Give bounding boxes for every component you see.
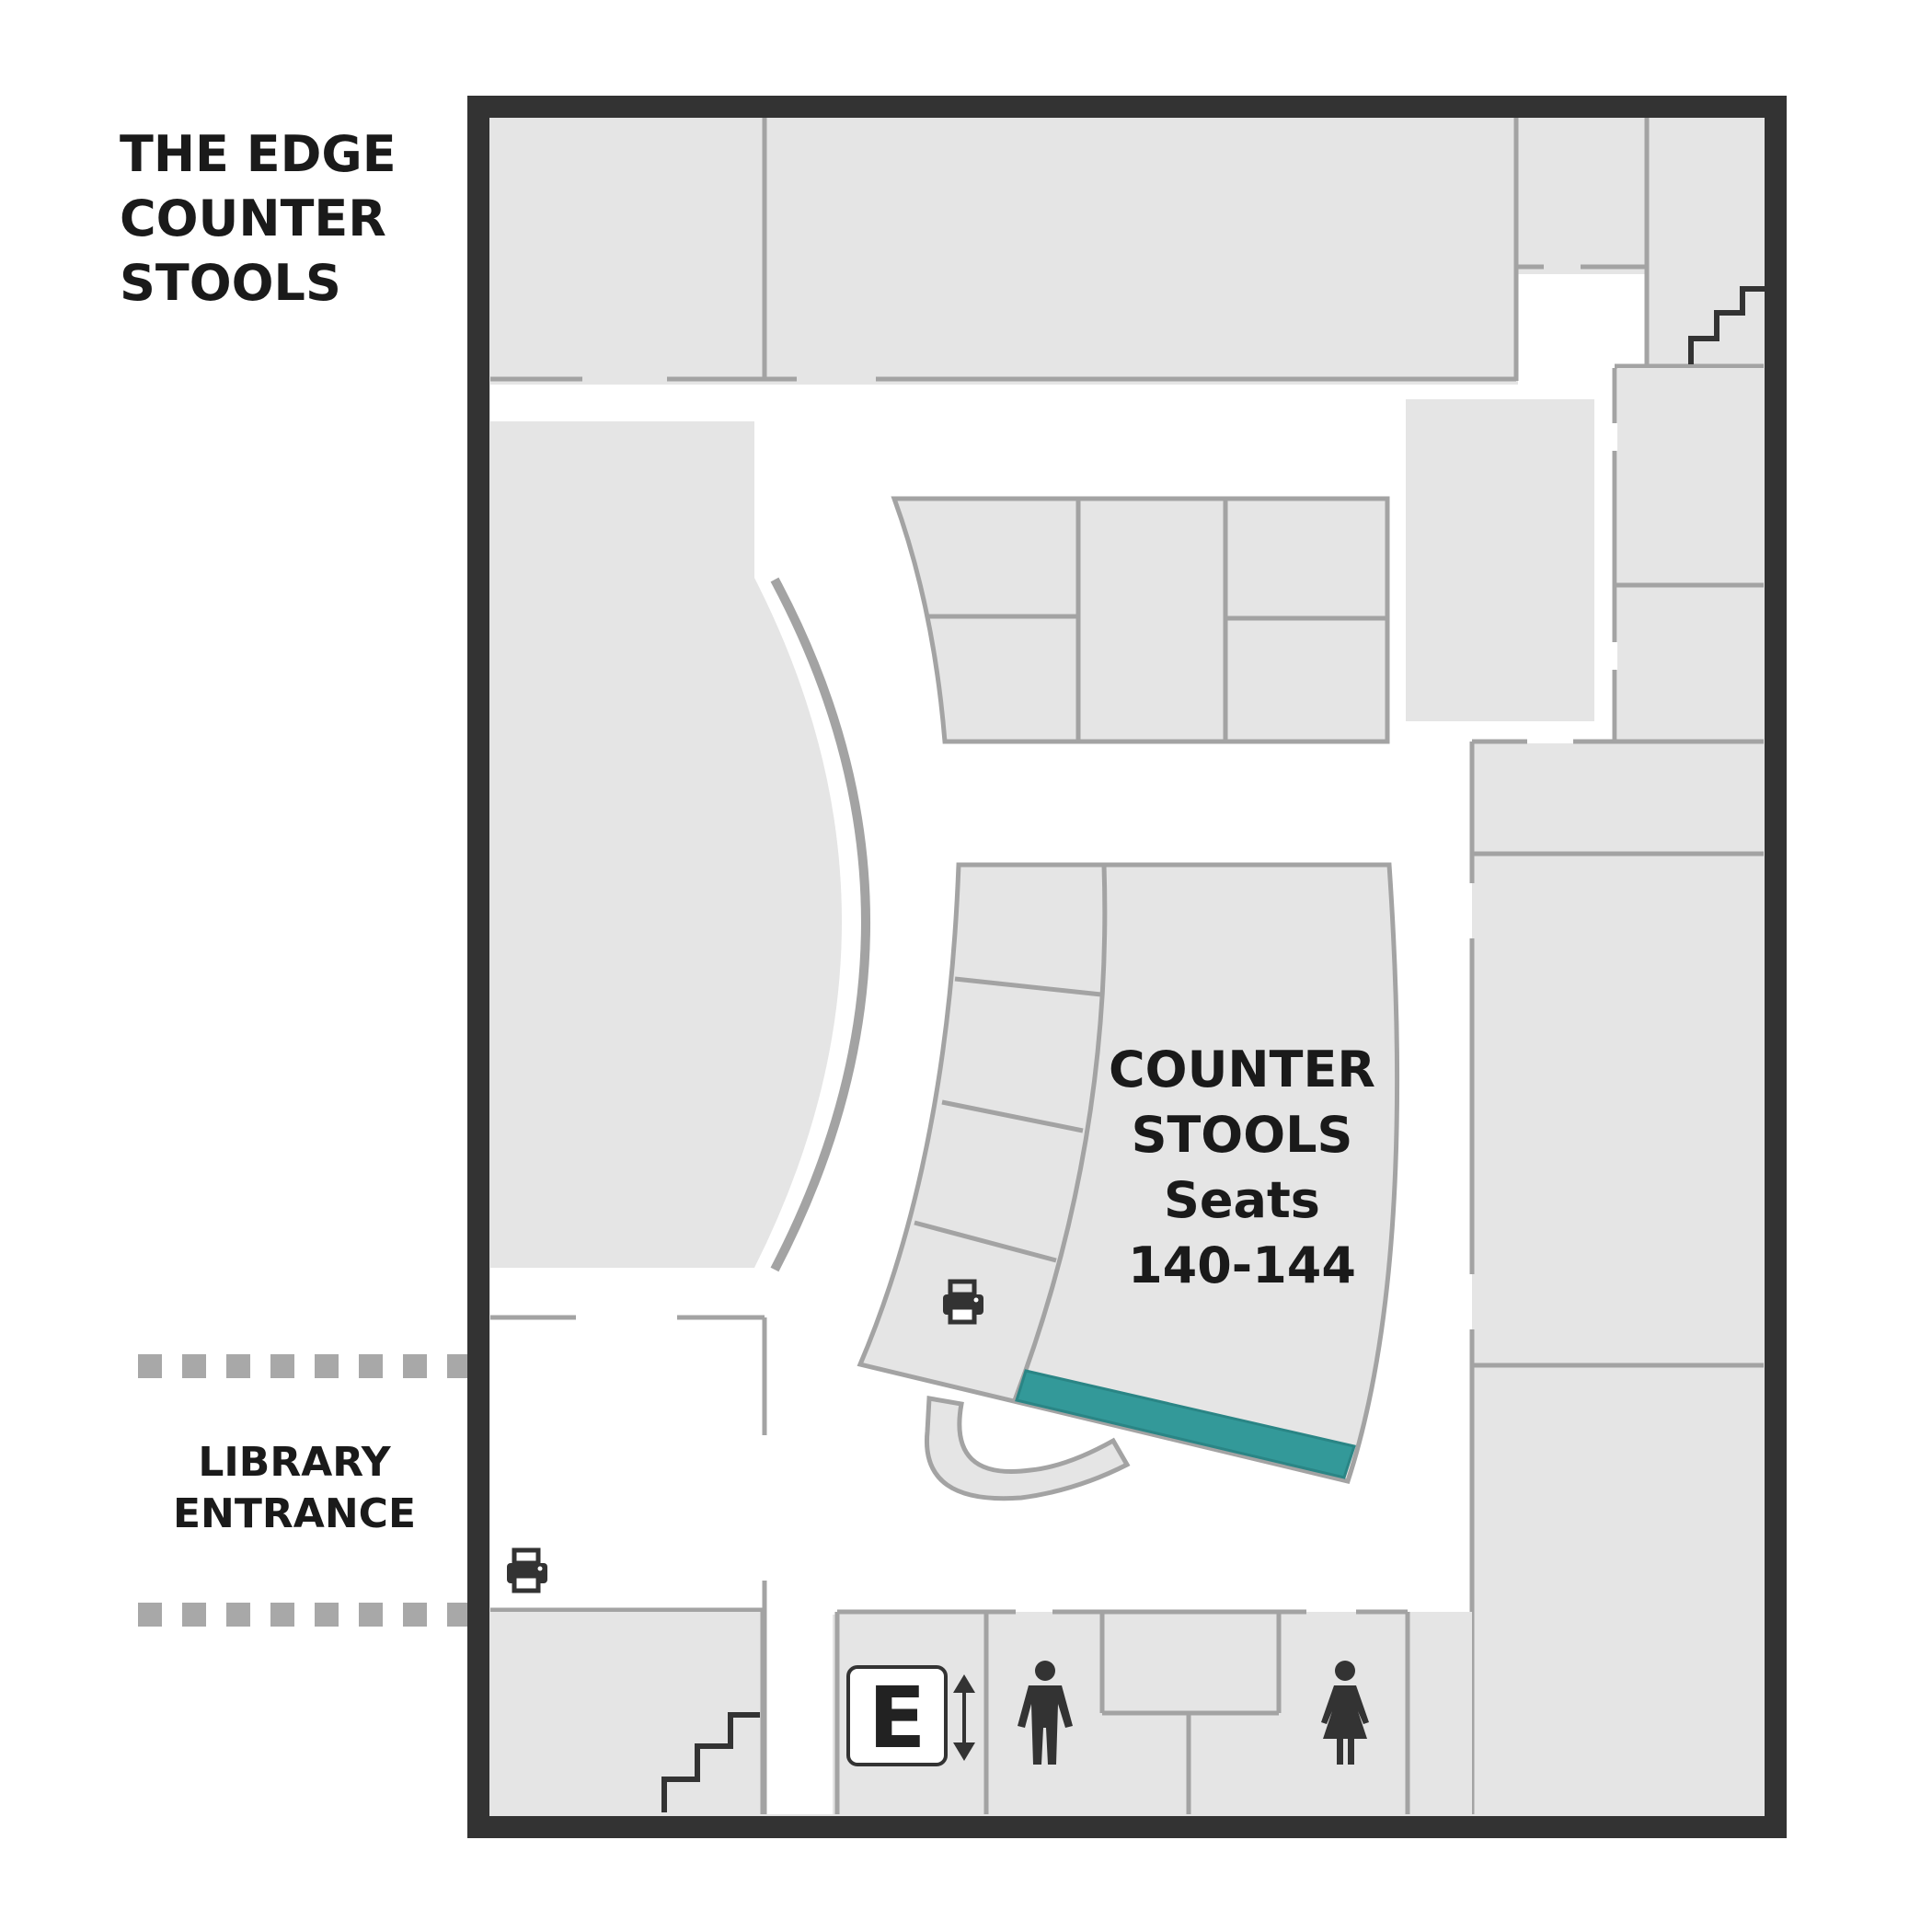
entrance-markers: [138, 1354, 467, 1627]
entrance-label-line-2: ENTRANCE: [173, 1490, 416, 1537]
title-line-3: STOOLS: [120, 254, 341, 312]
elevator-icon[interactable]: E: [846, 1665, 948, 1767]
upper-center-rooms: [891, 496, 1390, 744]
printer-icon[interactable]: [943, 1279, 983, 1325]
women-restroom-icon: [1321, 1661, 1369, 1765]
counter-label-line-1: COUNTER: [1109, 1041, 1375, 1098]
counter-label-line-2: STOOLS: [1132, 1106, 1353, 1164]
title-line-2: COUNTER: [120, 190, 386, 247]
stairs-icon: [661, 1712, 760, 1812]
title-line-1: THE EDGE: [120, 125, 397, 183]
top-rooms: [490, 118, 1764, 382]
lower-center-rooms: COUNTER STOOLS Seats 140-144: [857, 862, 1400, 1484]
counter-stools-label: COUNTER STOOLS Seats 140-144: [1109, 1041, 1375, 1294]
outer-wall: [467, 96, 1787, 1838]
elevator-letter: E: [868, 1669, 926, 1767]
men-restroom-icon: [1018, 1661, 1073, 1765]
library-entrance-label: LIBRARY ENTRANCE: [173, 1439, 416, 1537]
bottom-left-room: [490, 1612, 763, 1814]
counter-stools-highlight[interactable]: [1015, 1369, 1356, 1479]
counter-label-line-3: Seats: [1164, 1171, 1320, 1229]
left-curved-room: [490, 421, 840, 1266]
right-rooms: [1406, 368, 1765, 1815]
entrance-label-line-1: LIBRARY: [198, 1439, 391, 1486]
curved-bench: [924, 1396, 1131, 1501]
up-down-arrow-icon: [953, 1674, 975, 1761]
counter-label-line-4: 140-144: [1128, 1236, 1356, 1294]
stairs-icon: [1688, 286, 1765, 364]
printer-icon[interactable]: [507, 1547, 547, 1593]
curved-wall: [770, 577, 870, 1272]
map-title: THE EDGE COUNTER STOOLS: [120, 125, 397, 312]
